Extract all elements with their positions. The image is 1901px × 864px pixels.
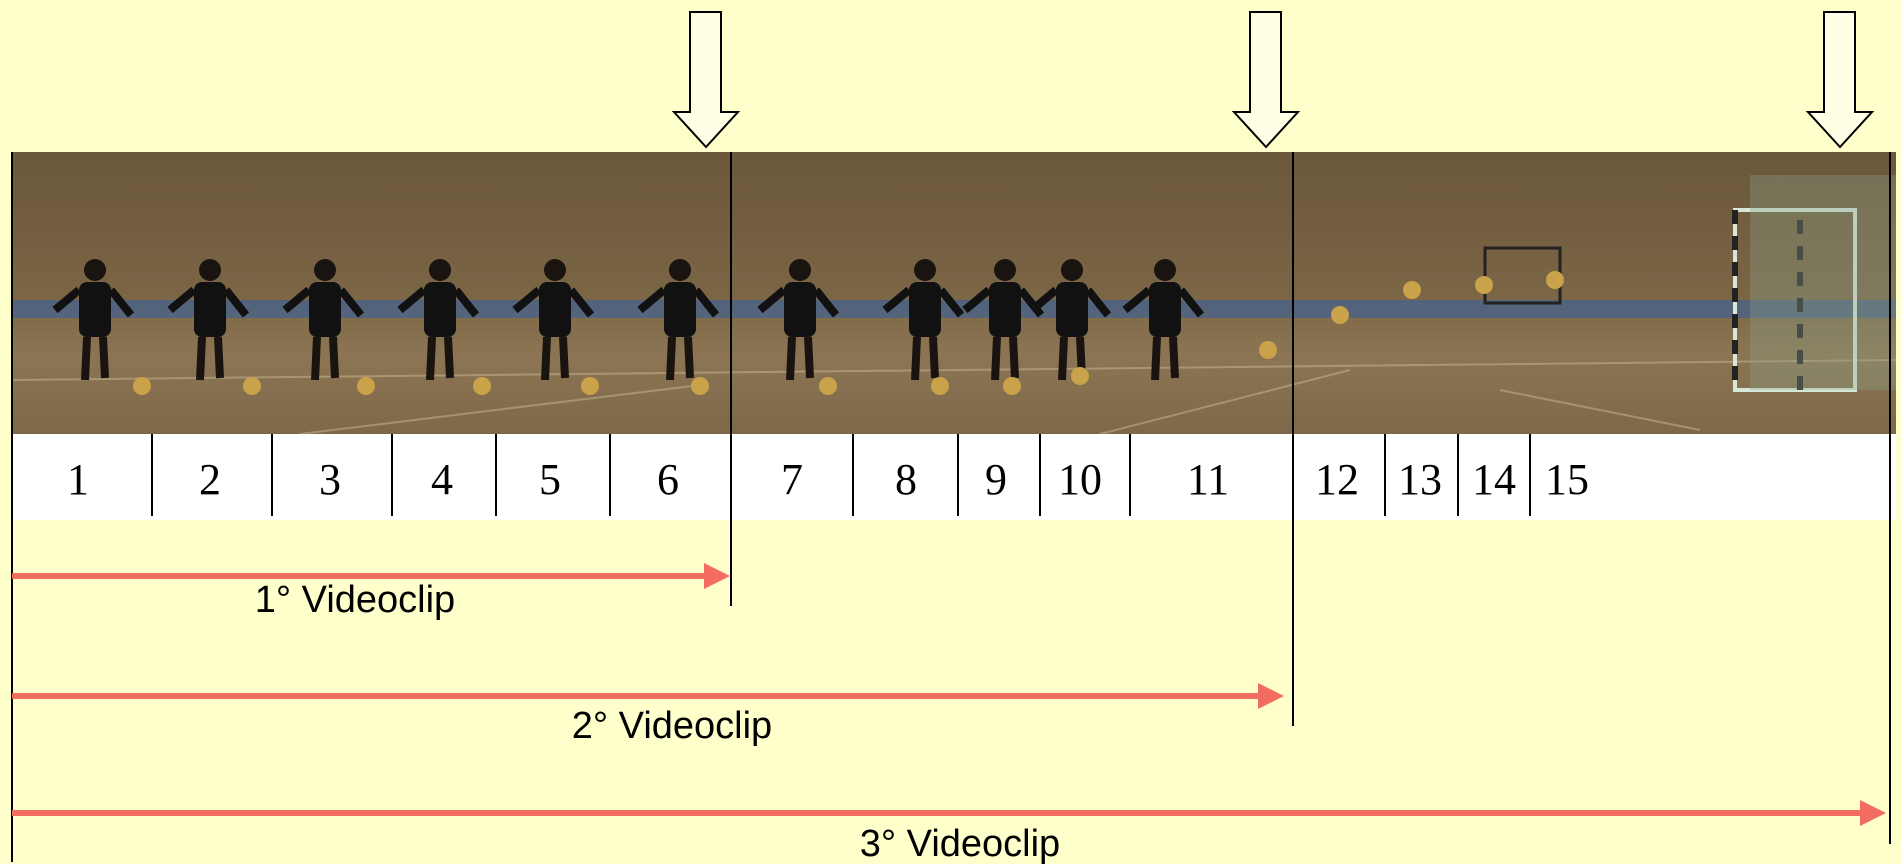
- frame-number: 1: [67, 455, 89, 504]
- player-figure: [52, 259, 135, 381]
- frame-number: 8: [895, 455, 917, 504]
- down-arrow-icon: [671, 11, 741, 149]
- frame-number: 2: [199, 455, 221, 504]
- ball: [931, 377, 949, 395]
- clip-2-arrow: [12, 683, 1284, 709]
- frame-number: 11: [1187, 455, 1229, 504]
- player-figure: [637, 259, 720, 381]
- frame-number: 12: [1315, 455, 1359, 504]
- player-figure: [512, 259, 595, 381]
- player-figure: [882, 259, 965, 381]
- frame-number: 9: [985, 455, 1007, 504]
- player-figure: [757, 259, 840, 381]
- ball: [819, 377, 837, 395]
- ball: [1003, 377, 1021, 395]
- frame-number: 15: [1545, 455, 1589, 504]
- frame-number: 6: [657, 455, 679, 504]
- ball: [581, 377, 599, 395]
- player-sequence: [52, 259, 1564, 395]
- player-figure: [962, 259, 1045, 381]
- player-figure: [1122, 259, 1205, 381]
- clip-2-label: 2° Videoclip: [572, 705, 772, 747]
- player-figure: [397, 259, 480, 381]
- frame-number: 3: [319, 455, 341, 504]
- ball: [1331, 306, 1349, 324]
- ball: [357, 377, 375, 395]
- clip-1-label: 1° Videoclip: [255, 579, 455, 621]
- frame-number: 13: [1398, 455, 1442, 504]
- ball: [473, 377, 491, 395]
- frame-number-band: [12, 434, 1896, 520]
- frame-number: 14: [1472, 455, 1516, 504]
- player-figure: [282, 259, 365, 381]
- frame-number: 4: [431, 455, 453, 504]
- clip-3-arrow: [12, 800, 1886, 826]
- soccer-kick-sequence-photo: [11, 152, 1897, 435]
- player-figure: [167, 259, 250, 381]
- frame-number: 7: [781, 455, 803, 504]
- ball: [1259, 341, 1277, 359]
- ball: [243, 377, 261, 395]
- frame-number: 10: [1058, 455, 1102, 504]
- ball: [133, 377, 151, 395]
- down-arrow-icon: [1231, 11, 1301, 149]
- frame-number: 5: [539, 455, 561, 504]
- goal-post: [1732, 175, 1896, 392]
- clip-3-label: 3° Videoclip: [860, 823, 1060, 864]
- clip-1-arrow: [12, 563, 730, 589]
- ball: [691, 377, 709, 395]
- ball: [1403, 281, 1421, 299]
- frame-separators: [151, 434, 1531, 516]
- ball: [1475, 276, 1493, 294]
- ball: [1071, 367, 1089, 385]
- down-arrow-icon: [1805, 11, 1875, 149]
- ball: [1546, 271, 1564, 289]
